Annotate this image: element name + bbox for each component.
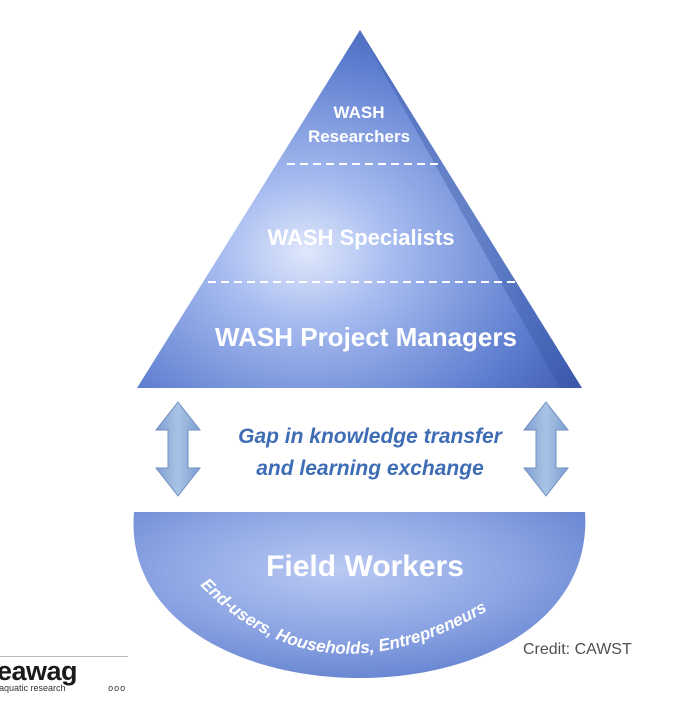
gap-text-line1: Gap in knowledge transfer: [238, 425, 504, 448]
credit-text: Credit: CAWST: [523, 641, 632, 658]
label-wash-line1: WASH: [334, 103, 385, 122]
logo-wordmark: eawag: [0, 656, 78, 686]
double-arrow-left: [154, 401, 202, 497]
drop-top-section: [137, 30, 582, 388]
label-wash-project-managers: WASH Project Managers: [215, 322, 517, 352]
eawag-logo: eawag aquatic research ooo: [0, 656, 127, 700]
drop-bottom-section: [133, 512, 586, 678]
label-field-workers: Field Workers: [266, 550, 464, 583]
logo-divider: [0, 656, 128, 657]
label-researchers: Researchers: [308, 127, 410, 146]
logo-tagline: aquatic research ooo: [0, 683, 127, 693]
label-wash-specialists: WASH Specialists: [267, 225, 454, 250]
double-arrow-right: [522, 401, 570, 497]
gap-text-line2: and learning exchange: [256, 457, 484, 480]
